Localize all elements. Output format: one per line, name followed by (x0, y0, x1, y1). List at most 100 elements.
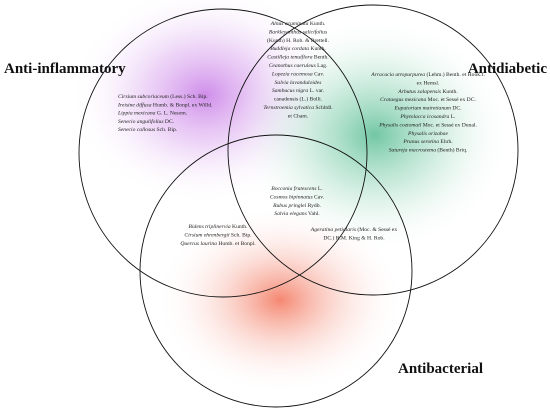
species-name: Bidens triplinervia (189, 224, 231, 230)
plant-name: Senecio angulifolius DC. (118, 118, 175, 125)
species-name: Cosmos bipinnatus (270, 194, 313, 200)
species-name: Eupatorium mairetianum (393, 106, 451, 112)
plant-name: Physalis orizabae (407, 131, 448, 137)
species-name: Ireisine diffusa (117, 101, 152, 108)
species-name: Senecio angulifolius (118, 118, 164, 125)
plant-name: DC.) R.M. King & H. Rob. (323, 234, 385, 241)
plant-name: Alnus acuminata Kunth. (270, 21, 326, 27)
author-citation: (Benth) Briq. (436, 147, 468, 154)
author-citation: Kunth. (231, 224, 248, 230)
antidiabetic-circle (227, 4, 519, 296)
author-citation: Moc. et Sessé ex DC. (426, 97, 476, 103)
author-citation: Cav. (313, 194, 325, 200)
species-name: Alnus acuminata (270, 21, 309, 27)
plant-name: Barkleyanthus salicifolius (269, 28, 327, 35)
species-name: Barkleyanthus salicifolius (269, 28, 327, 35)
plant-name: Buddleja cordata Kunth. (270, 46, 326, 52)
plant-name: Senecio callosus Sch. Bip. (118, 127, 178, 133)
anti-inflammatory-label: Anti-inflammatory (4, 61, 126, 77)
species-name: Bocconia frutescens (271, 185, 316, 192)
species-name: Physalis orizabae (407, 131, 448, 137)
plant-name: Arracacia atropurpurea (Lehm.) Benth. et… (370, 71, 485, 78)
plant-name: Cirsium subcoriaceum (Less.) Sch. Bip. (118, 93, 208, 100)
plant-name: Ageratina petiolaris (Moc. & Sessé ex (310, 226, 398, 233)
plant-name: (Kunth) H. Rob. & Brettell. (267, 37, 330, 44)
author-citation: Lag. (316, 63, 328, 69)
author-citation: L. (449, 114, 456, 120)
species-name: Prunus serotina (402, 139, 439, 145)
author-citation: (Kunth) H. Rob. & Brettell. (267, 37, 330, 44)
author-citation: ex Hemsl. (417, 80, 440, 86)
author-citation: Sch. Bip. (230, 232, 253, 238)
species-name: Castilleja tenuiflora (267, 54, 312, 61)
anti-inflammatory-circle (78, 8, 368, 298)
region-antidiabetic-antibacterial: Ageratina petiolaris (Moc. & Sessé exDC.… (310, 226, 398, 241)
author-citation: DC.) R.M. King & H. Rob. (323, 234, 385, 241)
author-citation: Rydb. (306, 203, 321, 209)
species-name: Phytolacca icosandra (399, 114, 449, 120)
species-name: Sambucus nigra (272, 88, 308, 94)
author-citation: Benth. (313, 55, 330, 61)
species-name: Arracacia atropurpurea (370, 72, 425, 78)
plant-name: Quercus laurina Humb. et Bonpl. (180, 241, 256, 247)
species-name: Physalis coztomatl (378, 122, 422, 128)
author-citation: Moc. et Sessé ex Dunal. (421, 122, 477, 128)
author-citation: Cav. (313, 71, 325, 77)
species-name: Salvia elegans (274, 211, 306, 217)
region-all-three: Bocconia frutescens L.Cosmos bipinnatus … (270, 185, 325, 217)
species-name: Quercus laurina (180, 241, 217, 247)
species-name: Satureja macrostema (389, 148, 436, 154)
region-antidiabetic-only: Arracacia atropurpurea (Lehm.) Benth. et… (370, 71, 485, 154)
author-citation: Humb. et Bonpl. (217, 241, 256, 247)
species-name: Senecio callosus (118, 127, 155, 133)
plant-name: Rubus pringlei Rydb. (272, 203, 321, 209)
author-citation: DC. (451, 106, 462, 112)
author-citation: Humb. & Bonpl. ex Willd. (152, 102, 213, 108)
author-citation: et Cham. (288, 113, 309, 119)
antibacterial-circle (139, 134, 413, 408)
species-name: Arbutus xalapensis (397, 89, 441, 95)
plant-name: Ceanothus caeruleus Lag. (269, 63, 328, 69)
plant-name: Lippia mexicana G. L. Nesom. (117, 111, 188, 117)
author-citation: (Moc. & Sessé ex (356, 226, 397, 233)
species-name: Ternstroemia sylvatica (263, 105, 314, 111)
plant-name: Satureja macrostema (Benth) Briq. (389, 147, 468, 154)
plant-name: Bocconia frutescens L. (271, 185, 323, 192)
region-anti-inflammatory-antidiabetic: Alnus acuminata Kunth.Barkleyanthus sali… (263, 21, 333, 119)
species-name: Ceanothus caeruleus (269, 63, 316, 69)
plant-name: Salvia elegans Vahl. (274, 211, 320, 217)
plant-name: Cirsium ehrenbergii Sch. Bip. (184, 232, 252, 238)
author-citation: L. var. (308, 88, 324, 94)
plant-name: Arbutus xalapensis Kunth. (397, 89, 458, 95)
plant-name: Eupatorium mairetianum DC. (393, 106, 462, 112)
species-name: Cirsium subcoriaceum (118, 94, 169, 100)
plant-name: Sambucus nigra L. var. (272, 88, 325, 94)
author-citation: Kunth. (309, 46, 326, 52)
plant-name: Bidens triplinervia Kunth. (189, 224, 248, 230)
region-anti-inflammatory-only: Cirsium subcoriaceum (Less.) Sch. Bip.Ir… (117, 93, 213, 133)
author-citation: Kunth. (441, 89, 458, 95)
plant-name: Phytolacca icosandra L. (399, 114, 456, 120)
author-citation: Kunth. (308, 21, 325, 27)
author-citation: canadensis (L.) Bolli. (274, 96, 323, 103)
plant-name: Physalis coztomatl Moc. et Sessé ex Duna… (378, 122, 477, 128)
author-citation: Ehrh. (439, 139, 453, 145)
plant-name: Prunus serotina Ehrh. (402, 139, 453, 145)
plant-name: Ireisine diffusa Humb. & Bonpl. ex Willd… (117, 101, 213, 108)
author-citation: DC. (164, 119, 175, 125)
species-name: Crataegus mexicana (380, 97, 426, 103)
plant-name: Lopezia racemosa Cav. (271, 71, 325, 77)
species-name: Salvia lavanduloides (275, 80, 322, 86)
antibacterial-label: Antibacterial (398, 361, 483, 377)
plant-name: Crataegus mexicana Moc. et Sessé ex DC. (380, 97, 476, 103)
plant-name: Castilleja tenuiflora Benth. (267, 54, 329, 61)
author-citation: L. (317, 186, 324, 192)
antidiabetic-label: Antidiabetic (468, 61, 548, 77)
author-citation: Vahl. (307, 211, 321, 217)
species-name: Rubus pringlei (272, 203, 307, 209)
plant-name: canadensis (L.) Bolli. (274, 96, 323, 103)
species-name: Ageratina petiolaris (310, 227, 356, 233)
author-citation: (Less.) Sch. Bip. (169, 93, 208, 100)
plant-name: ex Hemsl. (417, 80, 440, 86)
